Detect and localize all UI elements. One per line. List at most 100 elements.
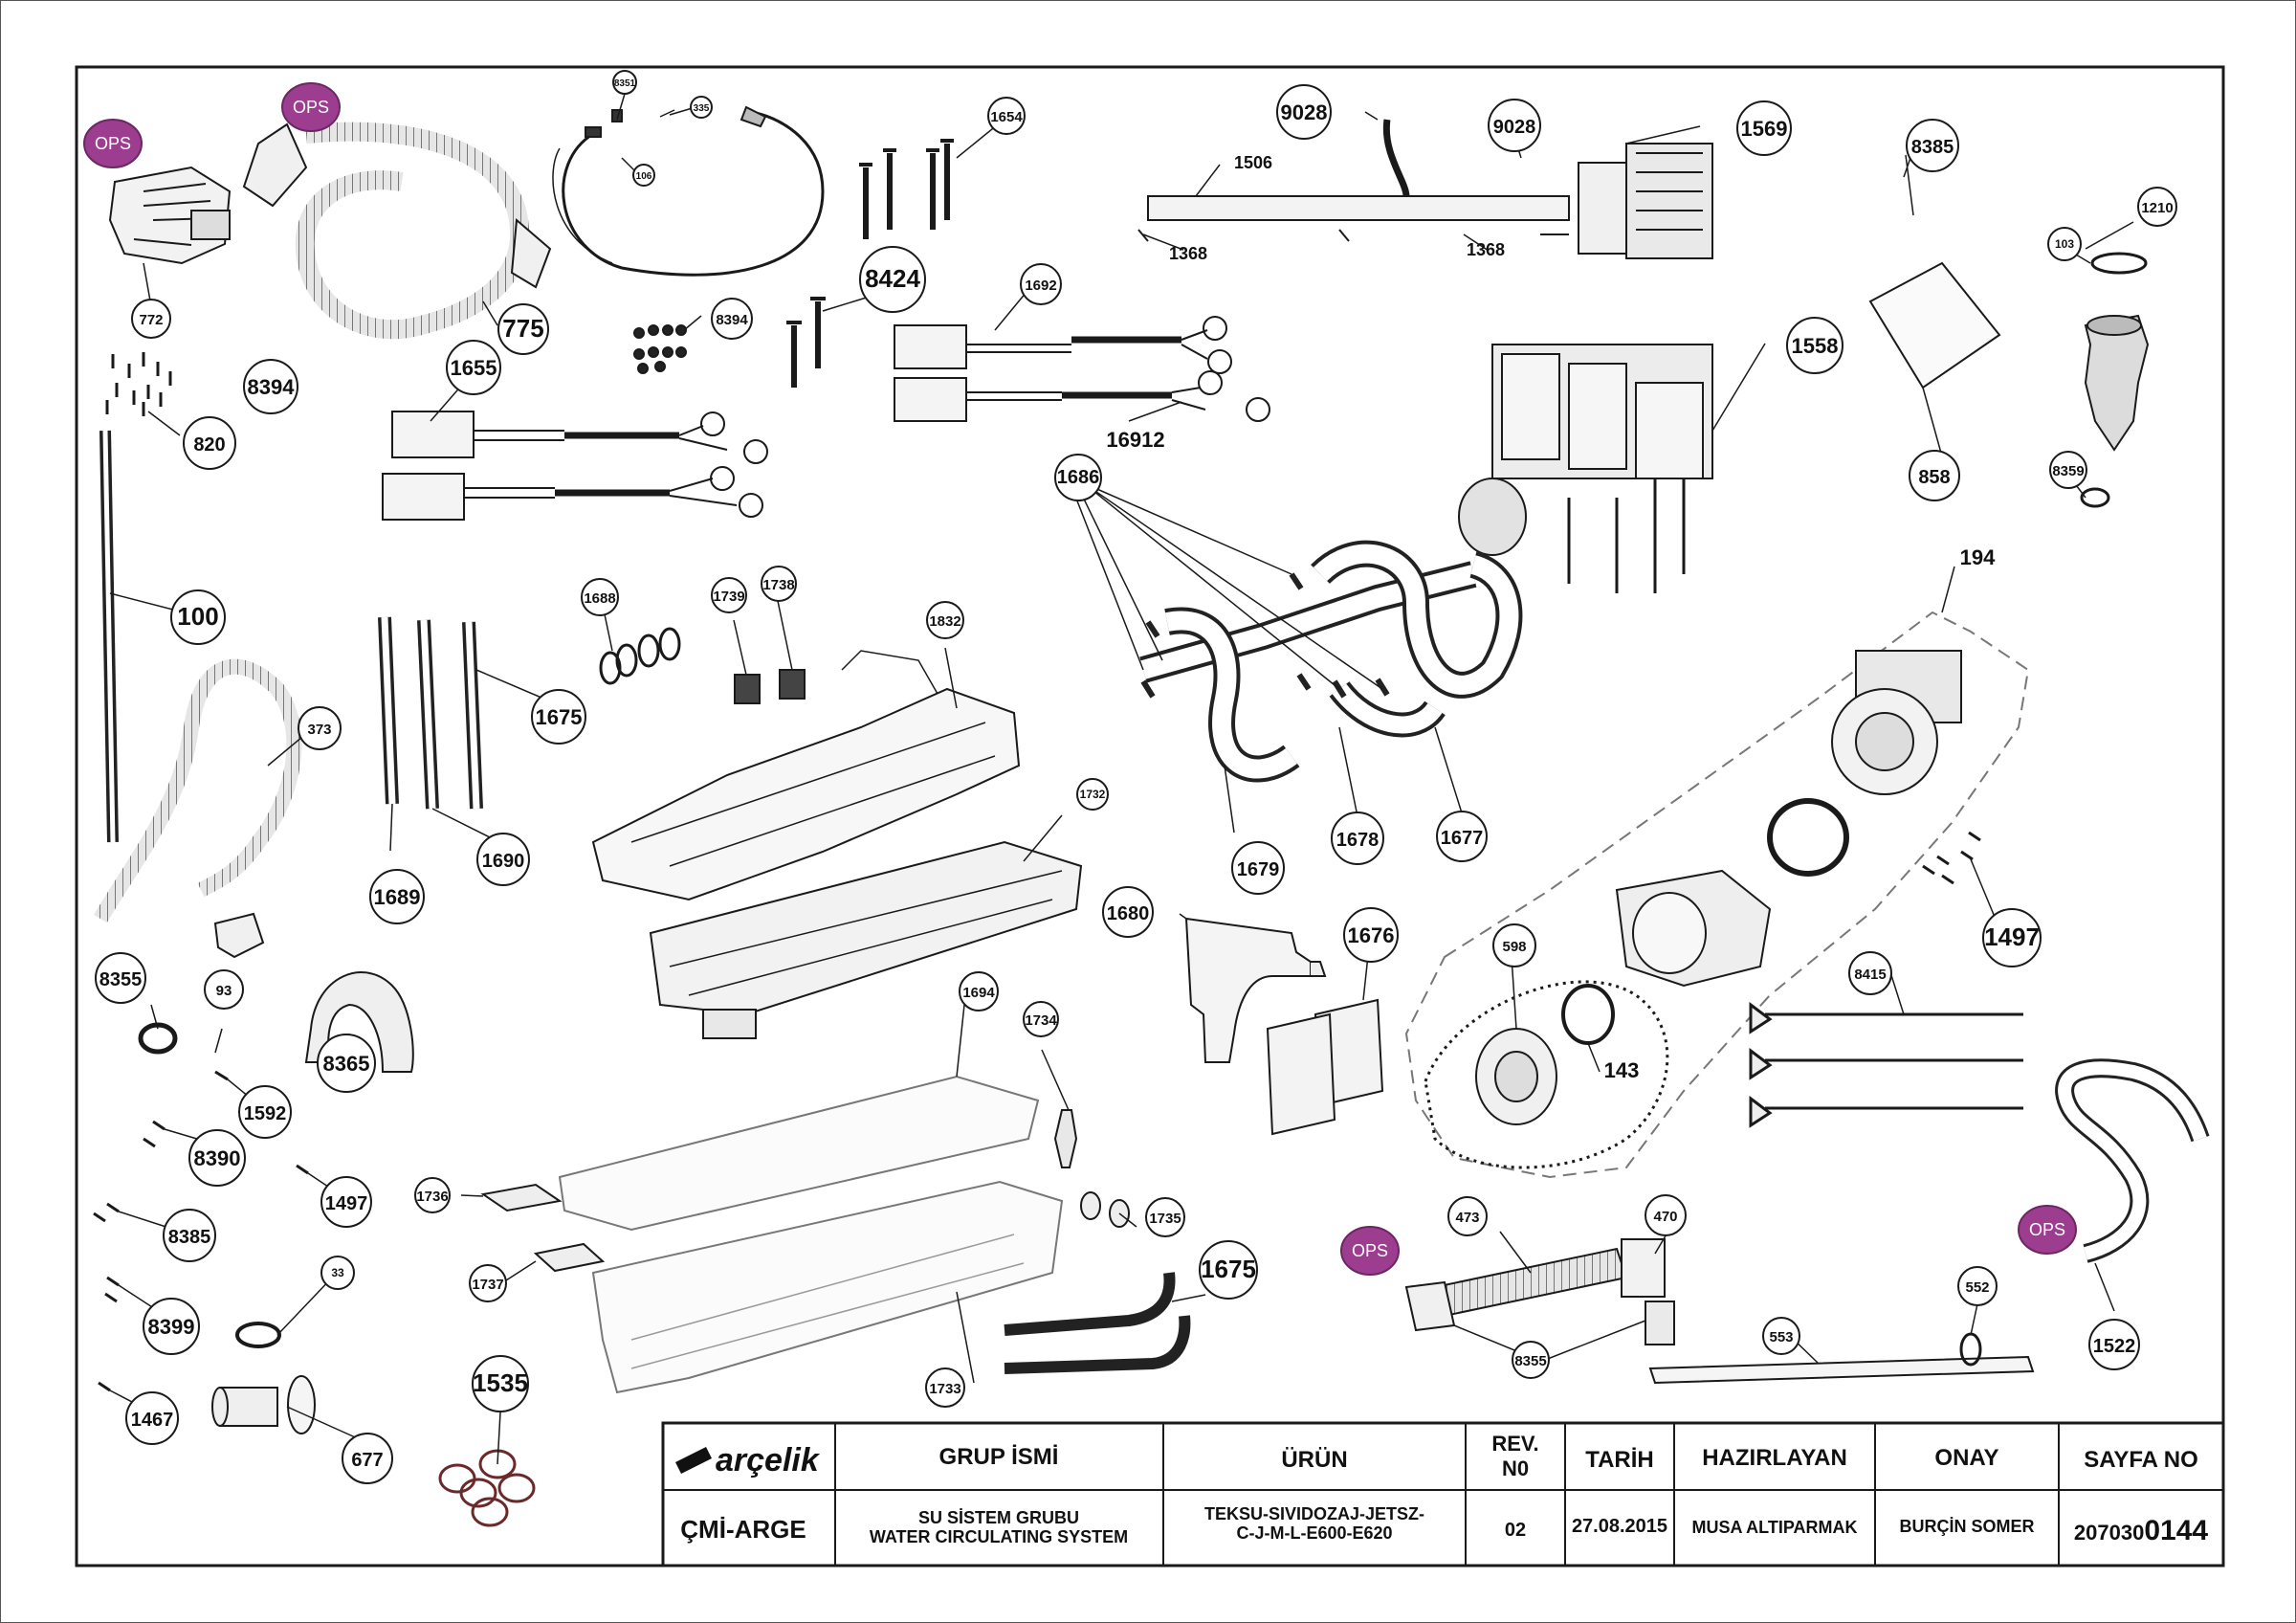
- part-553-strip: [1648, 1355, 2035, 1385]
- callout-bubble-1692: [1020, 263, 1062, 305]
- callout-label-677: 677: [351, 1450, 383, 1471]
- callout-label-1497b: 1497: [1984, 923, 2040, 951]
- header-product: ÜRÜN: [1281, 1447, 1347, 1473]
- callout-bubble-1655: [446, 340, 501, 395]
- callout-bubble-1737: [469, 1264, 507, 1302]
- part-1497-screws-right: [1922, 831, 1981, 885]
- callout-bubble-473: [1447, 1196, 1488, 1236]
- header-page: SAYFA NO: [2084, 1447, 2198, 1473]
- callout-label-8394a: 8394: [716, 312, 748, 328]
- callout-bubble-33: [320, 1256, 355, 1290]
- callout-bubble-1689: [369, 869, 425, 924]
- part-1734-spike: [1053, 1109, 1078, 1168]
- part-373-corrugated-hose: [94, 658, 302, 923]
- part-100-hose-inner: [102, 430, 116, 843]
- prepared-value: MUSA ALTIPARMAK: [1692, 1518, 1858, 1537]
- approval-value: BURÇİN SOMER: [1899, 1517, 2034, 1536]
- callout-bubble-1739: [711, 577, 747, 613]
- callout-bubble-8424: [859, 246, 926, 313]
- callout-bubble-93: [204, 969, 244, 1010]
- callout-label-858: 858: [1918, 467, 1950, 488]
- group-value-line2: WATER CIRCULATING SYSTEM: [870, 1527, 1128, 1546]
- header-rev-no: N0: [1502, 1456, 1529, 1480]
- callout-label-1678: 1678: [1336, 830, 1380, 851]
- part-677-connector: [211, 1375, 316, 1434]
- part-1675-bent-hoses: [1004, 1272, 1176, 1336]
- ops-marker-1522: [2018, 1205, 2077, 1255]
- callout-label-598: 598: [1502, 939, 1526, 955]
- callout-label-335: 335: [694, 103, 710, 114]
- callout-label-470: 470: [1653, 1209, 1677, 1225]
- callout-label-100: 100: [177, 602, 218, 631]
- header-approval: ONAY: [1934, 1445, 1998, 1471]
- callout-label-1677: 1677: [1441, 828, 1484, 849]
- ops-label: OPS: [2029, 1220, 2065, 1239]
- callout-label-1690: 1690: [482, 851, 525, 872]
- callout-label-1679: 1679: [1237, 859, 1280, 880]
- callout-label-9028b: 9028: [1493, 117, 1536, 138]
- part-1692-wire-harness: [894, 316, 1270, 422]
- callout-bubble-8351: [612, 70, 637, 95]
- callout-label-373: 373: [307, 722, 331, 738]
- callout-bubble-1680: [1102, 886, 1154, 938]
- callout-label-1654: 1654: [990, 109, 1023, 125]
- callout-bubble-1535: [472, 1355, 529, 1412]
- callout-label-1497a: 1497: [325, 1193, 368, 1214]
- callout-bubble-1592: [238, 1085, 292, 1139]
- callout-bubble-1694: [959, 971, 999, 1012]
- callout-bubble-1679: [1231, 841, 1285, 895]
- part-473-470-bellows: [1404, 1238, 1675, 1345]
- callout-bubble-553: [1762, 1317, 1800, 1355]
- callout-label-1506: 1506: [1234, 153, 1272, 172]
- callout-bubble-106: [632, 164, 655, 187]
- part-1654-screws: [859, 139, 954, 239]
- callout-bubble-775: [497, 303, 549, 355]
- callout-label-1738: 1738: [762, 577, 794, 593]
- callout-bubble-1676: [1343, 907, 1399, 963]
- part-1655-wire-harness: [382, 411, 768, 521]
- callout-label-9028a: 9028: [1281, 100, 1328, 124]
- callout-label-1732: 1732: [1080, 788, 1106, 801]
- part-1535-clamps: [438, 1449, 536, 1527]
- callout-bubble-1210: [2137, 187, 2177, 227]
- header-prepared: HAZIRLAYAN: [1702, 1445, 1847, 1471]
- callout-label-1686: 1686: [1057, 467, 1100, 488]
- parts-illustrations: [93, 93, 2210, 1527]
- callout-label-8351: 8351: [614, 78, 636, 89]
- callout-bubble-8394a: [711, 298, 753, 340]
- callout-label-1739: 1739: [713, 589, 744, 605]
- logo-text: arçelik: [716, 1442, 821, 1478]
- callout-label-772: 772: [139, 312, 163, 328]
- callout-bubble-1497b: [1982, 908, 2042, 967]
- part-858-pad: [1868, 261, 2001, 389]
- callout-label-1736: 1736: [416, 1189, 448, 1205]
- product-value-line1: TEKSU-SIVIDOZAJ-JETSZ-: [1204, 1504, 1424, 1523]
- part-1210-bellows: [2080, 252, 2150, 508]
- part-1686-hose-assembly: [1139, 540, 1523, 783]
- callout-bubble-8385a: [163, 1209, 216, 1262]
- callout-bubble-8355b: [1512, 1341, 1550, 1379]
- callout-bubble-470: [1645, 1194, 1687, 1236]
- callout-label-1676: 1676: [1348, 923, 1395, 947]
- callout-label-1522: 1522: [2093, 1336, 2136, 1357]
- page-number: 2070300144: [2074, 1515, 2208, 1546]
- title-block: arçelik GRUP İSMİ ÜRÜN REV. N0 TARİH HAZ…: [661, 1421, 2225, 1567]
- callout-bubble-8415: [1848, 951, 1892, 995]
- callout-bubble-1675b: [1199, 1240, 1258, 1300]
- part-small-screws-left: [93, 1070, 309, 1392]
- page-number-suffix: 0144: [2144, 1515, 2208, 1546]
- ops-marker-772: [83, 119, 143, 168]
- callout-bubble-1678: [1331, 812, 1384, 865]
- part-820-screws: [105, 352, 172, 416]
- callout-bubble-373: [298, 706, 342, 750]
- callout-label-1694: 1694: [962, 985, 995, 1001]
- callout-bubble-598: [1492, 923, 1536, 967]
- part-8424-screws: [786, 297, 826, 388]
- callout-label-1735: 1735: [1149, 1211, 1181, 1227]
- callout-bubble-820: [183, 416, 236, 470]
- part-1735-sleeves: [1080, 1191, 1130, 1228]
- callout-label-1675a: 1675: [536, 705, 583, 729]
- callout-bubble-1569: [1736, 100, 1792, 156]
- ops-markers: OPS OPS OPS OPS: [83, 82, 2077, 1276]
